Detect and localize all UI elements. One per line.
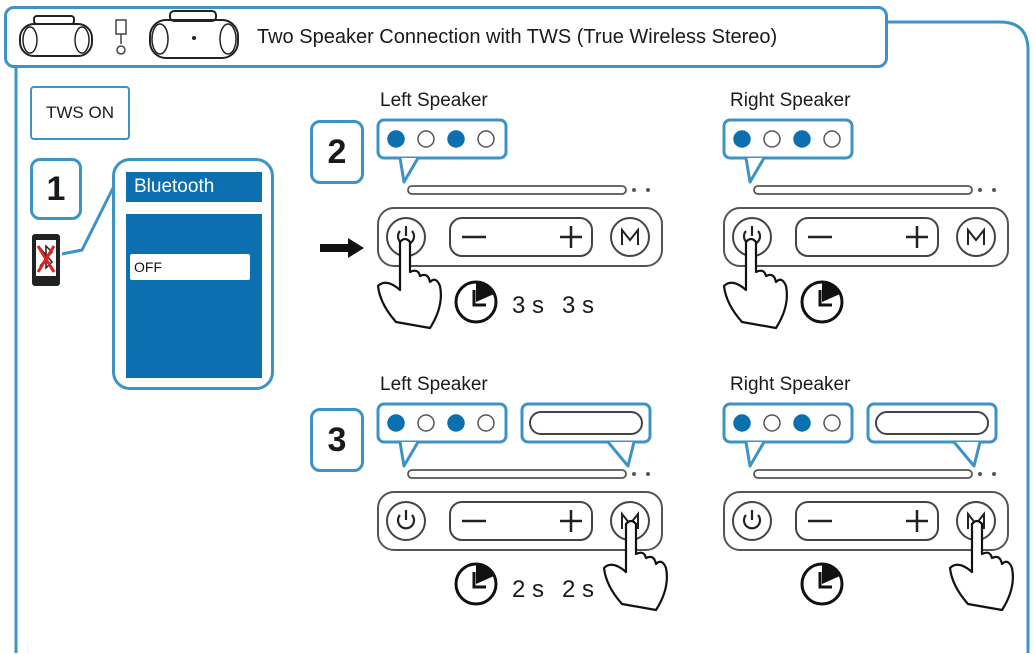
timer-clock-icon [800,280,844,324]
indicator-dot [978,188,982,192]
step2-right-speaker [722,118,1009,330]
led-indicator-callout [722,402,854,468]
light-strip [407,469,627,479]
mode-button[interactable] [610,217,650,257]
indicator-dot [978,472,982,476]
plus-icon [560,510,582,532]
plus-icon [560,226,582,248]
arrow-right-icon [320,238,364,258]
led-off-dot [477,130,495,148]
bluetooth-state-field[interactable]: OFF [130,254,250,280]
step-number-3: 3 [310,408,364,472]
step3-right-speaker [722,402,1014,612]
left-speaker-label: Left Speaker [380,374,488,395]
led-on-dot [387,414,405,432]
step3-left-timer-label-repeat: 2 s [562,576,595,603]
timer-clock-icon [454,280,498,324]
indicator-dot [632,188,636,192]
led-on-dot [793,130,811,148]
power-button[interactable] [386,217,426,257]
volume-buttons[interactable] [795,217,939,257]
led-off-dot [763,130,781,148]
left-speaker-label: Left Speaker [380,90,488,111]
volume-buttons[interactable] [449,501,593,541]
indicator-dot [992,188,996,192]
timer-clock-icon [454,562,498,606]
volume-buttons[interactable] [795,501,939,541]
step3-left-timer-label: 2 s [512,576,545,603]
led-on-dot [793,414,811,432]
pressing-finger-icon [948,519,1014,612]
page-title: Two Speaker Connection with TWS (True Wi… [257,26,778,48]
callout-pointer [61,181,118,256]
bar-indicator-callout [520,402,652,468]
led-off-dot [417,414,435,432]
led-on-dot [733,130,751,148]
volume-buttons[interactable] [449,217,593,257]
bluetooth-title: Bluetooth [126,172,262,202]
bar-indicator-callout [866,402,998,468]
led-off-dot [417,130,435,148]
light-strip [753,469,973,479]
power-button[interactable] [386,501,426,541]
led-indicator-callout [376,118,508,184]
indicator-dot [992,472,996,476]
tws-on-label: TWS ON [30,86,130,140]
light-strip [753,185,973,195]
mode-button[interactable] [956,217,996,257]
right-speaker-label: Right Speaker [730,90,851,111]
bluetooth-panel-body [126,214,262,378]
indicator-dot [646,472,650,476]
step-number-1: 1 [30,158,82,220]
led-on-dot [447,414,465,432]
timer-clock-icon [800,562,844,606]
led-on-dot [447,130,465,148]
led-indicator-callout [376,402,508,468]
pressing-finger-icon [376,237,442,330]
boombox-speaker-icon [19,15,93,57]
led-on-dot [733,414,751,432]
step3-left-speaker [376,402,668,612]
phone-bluetooth-off-icon [32,234,60,286]
step2-left-speaker [376,118,663,330]
led-indicator-callout [722,118,854,184]
indicator-dot [646,188,650,192]
boombox-speaker-icon [149,10,239,59]
pressing-finger-icon [602,519,668,612]
led-on-dot [387,130,405,148]
step2-left-timer-label-repeat: 3 s [562,292,595,319]
led-off-dot [763,414,781,432]
indicator-dot [632,472,636,476]
step-number-2: 2 [310,120,364,184]
light-strip [407,185,627,195]
led-off-dot [477,414,495,432]
link-plug-icon [115,19,127,55]
led-off-dot [823,130,841,148]
pressing-finger-icon [722,237,788,330]
plus-icon [906,510,928,532]
right-speaker-label: Right Speaker [730,374,851,395]
plus-icon [906,226,928,248]
power-button[interactable] [732,501,772,541]
led-off-dot [823,414,841,432]
step2-left-timer-label: 3 s [512,292,545,319]
